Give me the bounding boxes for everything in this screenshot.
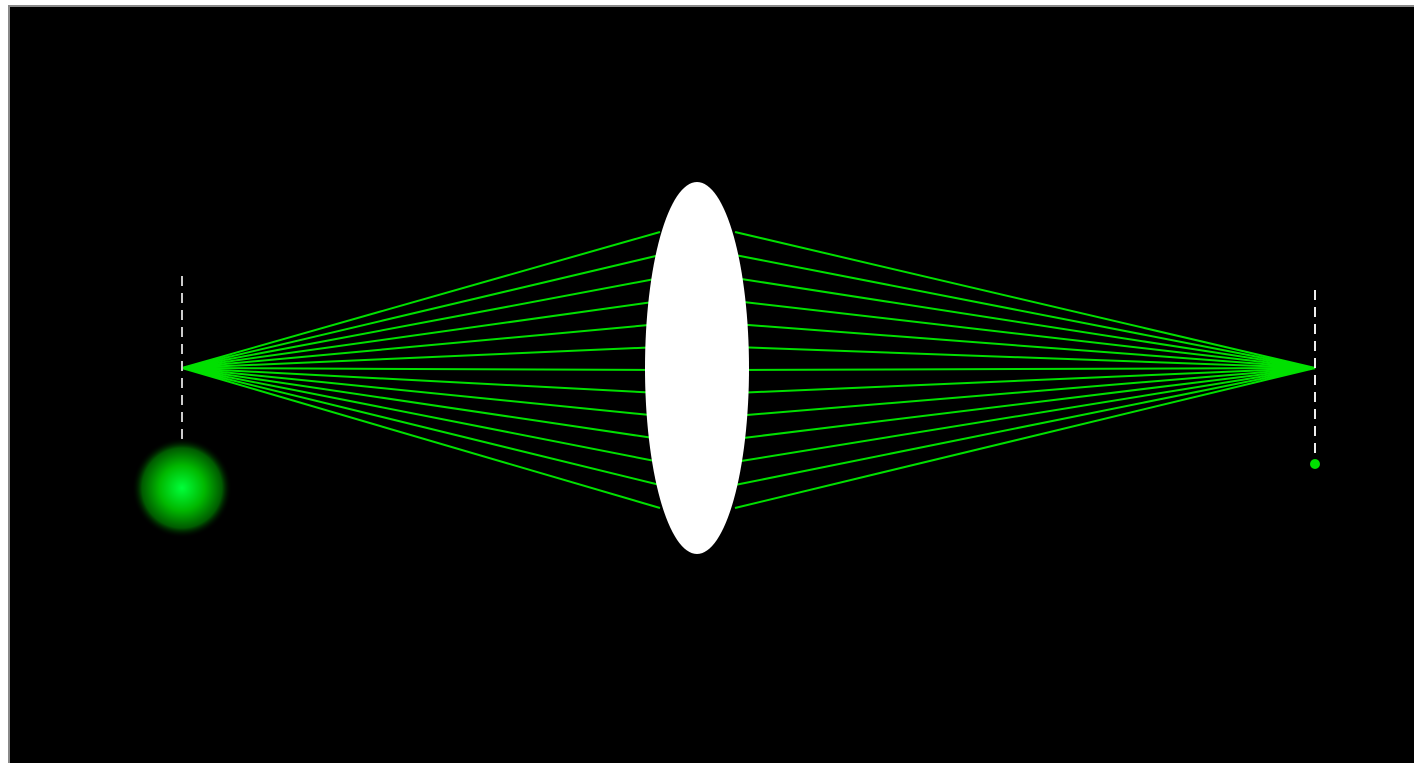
optics-canvas [8, 5, 1414, 763]
image-point-dot[interactable] [1310, 459, 1320, 469]
incident-ray [182, 368, 660, 416]
optics-scene [8, 5, 1414, 763]
incident-ray [182, 368, 660, 485]
incident-rays [182, 232, 660, 508]
convex-lens[interactable] [645, 182, 749, 554]
incident-ray [182, 368, 660, 462]
refracted-ray [735, 368, 1315, 485]
refracted-rays [735, 232, 1315, 508]
refracted-ray [735, 368, 1315, 462]
refracted-ray [735, 232, 1315, 368]
refracted-ray [735, 278, 1315, 368]
refracted-ray [735, 368, 1315, 416]
refracted-ray [735, 324, 1315, 368]
incident-ray [182, 278, 660, 368]
incident-ray [182, 324, 660, 368]
light-source-bulb[interactable] [132, 438, 232, 538]
refracted-ray [735, 368, 1315, 370]
incident-ray [182, 368, 660, 439]
incident-ray [182, 368, 660, 370]
refracted-ray [735, 368, 1315, 439]
incident-ray [182, 232, 660, 368]
